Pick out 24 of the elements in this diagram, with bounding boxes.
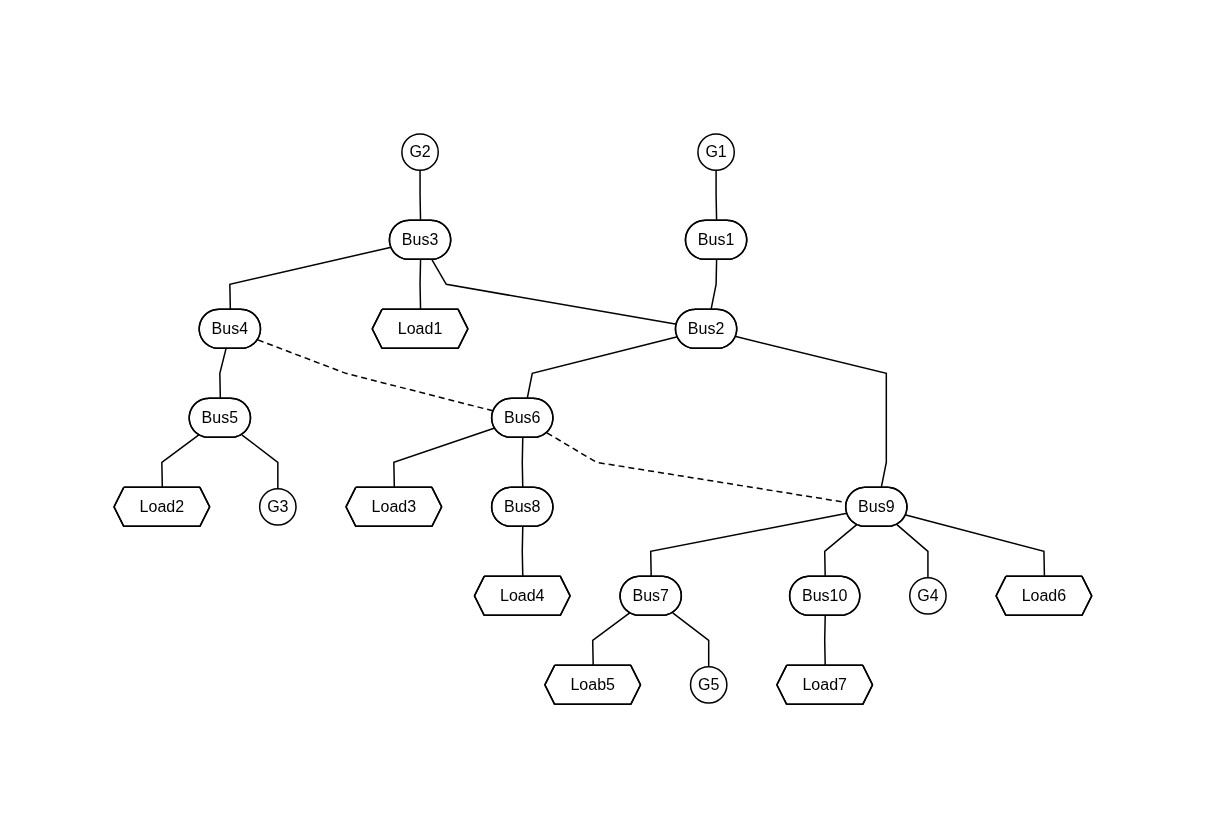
node-circle: G4	[909, 577, 947, 616]
connector	[672, 612, 710, 668]
connector	[715, 169, 718, 222]
connector	[526, 336, 679, 400]
node-circle: G5	[689, 666, 728, 705]
connector	[710, 259, 718, 311]
node-circle: G1	[697, 133, 736, 172]
connector	[241, 434, 279, 490]
connector	[521, 437, 524, 489]
connector	[521, 526, 524, 578]
connector	[824, 524, 858, 578]
connector	[735, 336, 888, 489]
connector	[419, 169, 422, 222]
connector	[896, 524, 929, 579]
connector	[824, 615, 827, 667]
node-circle: G2	[401, 133, 440, 172]
connector	[219, 348, 227, 400]
connector	[650, 512, 848, 578]
node-circle: G3	[259, 488, 297, 527]
connector	[393, 427, 496, 489]
connector	[419, 259, 422, 311]
connector	[161, 434, 200, 489]
connector	[905, 514, 1046, 578]
connector	[592, 612, 631, 667]
